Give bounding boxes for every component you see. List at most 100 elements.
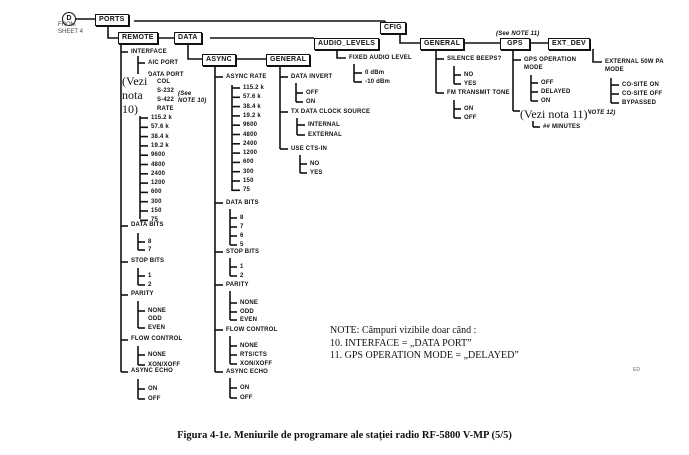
label-s232: S-232 xyxy=(157,88,175,94)
option-gps-off: OFF xyxy=(541,80,554,86)
async-rate-option: 19.2 k xyxy=(243,112,261,119)
async-rate-option: 4800 xyxy=(243,131,258,138)
option-fm-on: ON xyxy=(464,106,474,112)
label-external-pa-1: EXTERNAL 50W PA xyxy=(605,59,664,65)
option-stop-bits-1: 1 xyxy=(148,273,152,279)
remote-rate-option: 1200 xyxy=(151,180,166,187)
label-async-parity: PARITY xyxy=(226,282,249,288)
label-gps-operation-mode-1: GPS OPERATION xyxy=(524,57,577,63)
label-data-bits: DATA BITS xyxy=(131,222,164,228)
async-rate-option: 38.4 k xyxy=(243,103,261,110)
label-async-stop-bits: STOP BITS xyxy=(226,249,260,255)
label-s422: S-422 xyxy=(157,97,175,103)
option-async-stop-bits-1: 1 xyxy=(240,264,244,270)
option-flow-xon-xoff: XON/XOFF xyxy=(148,362,181,368)
remote-rate-option: 300 xyxy=(151,198,162,205)
option-async-parity-even: EVEN xyxy=(240,317,258,323)
remote-rate-option: 600 xyxy=(151,189,162,196)
label-async-rate: ASYNC RATE xyxy=(226,74,267,80)
node-cfig: CFIG xyxy=(380,22,406,34)
remote-rate-option: 4800 xyxy=(151,161,166,168)
remote-rate-option: 150 xyxy=(151,208,162,214)
option-flow-none: NONE xyxy=(148,352,167,358)
vezi-nota-10-overlay: (Vezi nota 10) xyxy=(122,74,150,116)
async-rate-option: 300 xyxy=(243,168,254,175)
label-async-data-bits: DATA BITS xyxy=(226,200,259,206)
option-cts-yes: YES xyxy=(310,170,323,176)
see-note-10-line1: (See xyxy=(178,91,192,97)
option-async-parity-none: NONE xyxy=(240,300,259,306)
note-line-3: 11. GPS OPERATION MODE = „DELAYED” xyxy=(330,350,519,361)
async-rate-option: 150 xyxy=(243,178,254,184)
option-async-echo-off: OFF xyxy=(240,395,253,401)
option-async-data-bits-8: 8 xyxy=(240,215,244,221)
label-use-cts-in: USE CTS-IN xyxy=(291,146,328,152)
async-rate-option: 115.2 k xyxy=(243,85,265,91)
option-invert-on: ON xyxy=(306,99,316,105)
option-async-flow-rts-cts: RTS/CTS xyxy=(240,352,268,358)
option-stop-bits-2: 2 xyxy=(148,282,152,288)
visibility-note: NOTE: Câmpuri vizibile doar când : 10. I… xyxy=(330,325,519,363)
vezi-10-line-3: 10) xyxy=(122,102,138,116)
option-parity-even: EVEN xyxy=(148,325,166,331)
option-async-data-bits-5: 5 xyxy=(240,242,244,248)
option-echo-on: ON xyxy=(148,386,158,392)
option-co-site-off: CO-SITE OFF xyxy=(622,91,663,97)
label-fixed-audio-level: FIXED AUDIO LEVEL xyxy=(349,55,412,61)
remote-rate-option: 9600 xyxy=(151,152,166,159)
remote-rate-option: 2400 xyxy=(151,170,166,177)
option-clock-external: EXTERNAL xyxy=(308,132,342,138)
start-node-d: D xyxy=(62,12,76,26)
node-async: ASYNC xyxy=(202,54,237,66)
label-minutes: ## MINUTES xyxy=(543,124,581,130)
see-note-11: (See NOTE 11) xyxy=(496,31,540,37)
option-gps-delayed: DELAYED xyxy=(541,89,571,95)
async-rate-option: 57.6 k xyxy=(243,94,261,101)
note-12-ref: NOTE 12) xyxy=(587,110,616,116)
label-external-pa-2: MODE xyxy=(605,67,624,73)
node-ports: PORTS xyxy=(95,14,129,26)
option-co-site-on: CO-SITE ON xyxy=(622,82,660,88)
async-rate-option: 1200 xyxy=(243,150,258,157)
remote-rate-option: 38.4 k xyxy=(151,133,169,140)
vezi-10-line-2: nota xyxy=(122,88,143,102)
async-rate-option: 2400 xyxy=(243,140,258,147)
option-gps-on: ON xyxy=(541,98,551,104)
label-col: COL xyxy=(157,79,171,85)
option-async-data-bits-6: 6 xyxy=(240,233,244,239)
label-rate: RATE xyxy=(157,106,174,112)
option-async-data-bits-7: 7 xyxy=(240,224,244,230)
label-flow-control: FLOW CONTROL xyxy=(131,336,183,342)
note-line-1: NOTE: Câmpuri vizibile doar când : xyxy=(330,325,477,336)
node-ext-dev: EXT_DEV xyxy=(548,38,590,50)
option-aic-port: AIC PORT xyxy=(148,60,179,66)
label-stop-bits: STOP BITS xyxy=(131,258,165,264)
remote-rate-option: 19.2 k xyxy=(151,142,169,149)
option-silence-yes: YES xyxy=(464,81,477,87)
ed-mark: ED xyxy=(633,367,640,373)
label-async-flow-control: FLOW CONTROL xyxy=(226,327,278,333)
option-0-dbm: 0 dBm xyxy=(365,70,385,76)
from-sheet-label: FROM SHEET 4 xyxy=(58,22,83,36)
remote-rate-option: 75 xyxy=(151,217,159,224)
node-gps: GPS xyxy=(500,38,530,50)
vezi-10-line-1: (Vezi xyxy=(122,74,148,88)
option-parity-none: NONE xyxy=(148,308,167,314)
label-async-echo-2: ASYNC ECHO xyxy=(226,369,269,375)
node-data: DATA xyxy=(174,32,202,44)
label-gps-operation-mode-2: MODE xyxy=(524,65,543,71)
option-clock-internal: INTERNAL xyxy=(308,122,340,128)
label-tx-clock-source: TX DATA CLOCK SOURCE xyxy=(291,109,371,115)
option-data-port: DATA PORT xyxy=(148,72,184,78)
from-label-line-2: SHEET 4 xyxy=(58,29,83,35)
async-rate-option: 9600 xyxy=(243,122,258,129)
option-invert-off: OFF xyxy=(306,90,319,96)
option-silence-no: NO xyxy=(464,72,474,78)
option-async-parity-odd: ODD xyxy=(240,309,254,315)
async-rate-option: 75 xyxy=(243,187,251,194)
label-data-invert: DATA INVERT xyxy=(291,74,333,80)
option-minus-10-dbm: -10 dBm xyxy=(365,79,391,85)
node-remote: REMOTE xyxy=(118,32,158,44)
label-fm-transmit-tone: FM TRANSMIT TONE xyxy=(447,90,510,96)
